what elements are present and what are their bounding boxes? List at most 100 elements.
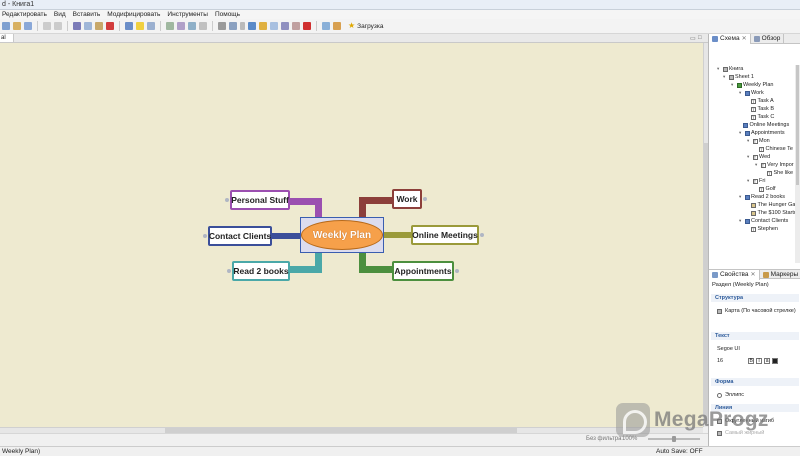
structure-select[interactable]: Карта (По часовой стрелке) [717, 308, 796, 314]
tab-properties[interactable]: Свойства ✕ [709, 270, 760, 280]
subtopic-icon[interactable] [147, 22, 155, 30]
scroll-thumb[interactable] [704, 143, 708, 423]
collapse-dot[interactable] [423, 197, 427, 201]
canvas-vertical-scrollbar[interactable] [703, 43, 708, 427]
tree-item-topic[interactable]: ▾Contact Clients [739, 217, 788, 225]
topic-online-meetings[interactable]: Online Meetings [411, 225, 479, 245]
image-icon[interactable] [229, 22, 237, 30]
central-topic[interactable]: Weekly Plan [301, 220, 383, 250]
scroll-thumb[interactable] [165, 428, 517, 433]
save-icon[interactable] [24, 22, 32, 30]
menu-tools[interactable]: Инструменты [167, 11, 208, 18]
tree-item-subtopic[interactable]: The Hunger Ga [751, 201, 795, 209]
tree-item-subtopic[interactable]: The $100 Startu [751, 209, 797, 217]
zoom-level[interactable]: 100% [622, 436, 638, 442]
open-icon[interactable] [13, 22, 21, 30]
tab-outline[interactable]: Схема ✕ [709, 34, 751, 44]
drill-up-icon[interactable] [333, 22, 341, 30]
maximize-icon[interactable]: □ [698, 35, 702, 41]
strike-icon[interactable]: a [764, 358, 771, 364]
expand-arrow-icon[interactable]: ▾ [747, 138, 750, 143]
tab-markers[interactable]: Маркеры [760, 270, 800, 280]
canvas-horizontal-scrollbar[interactable] [0, 427, 703, 433]
expand-arrow-icon[interactable]: ▾ [755, 162, 758, 167]
new-icon[interactable] [2, 22, 10, 30]
menu-help[interactable]: Помощь [214, 11, 241, 18]
topic-icon[interactable] [125, 22, 133, 30]
zoom-slider-knob[interactable] [672, 436, 676, 442]
menu-modify[interactable]: Модифицировать [107, 11, 161, 18]
close-icon[interactable]: ✕ [741, 36, 747, 42]
tree-item-topic[interactable]: ▾Work [739, 89, 764, 97]
expand-arrow-icon[interactable]: ▾ [731, 82, 734, 87]
line-select[interactable]: Округленный изгиб [717, 418, 774, 424]
tree-item-topic[interactable]: ▾Appointments [739, 129, 785, 137]
menu-insert[interactable]: Вставить [72, 11, 101, 18]
outline-scrollbar[interactable] [795, 65, 800, 263]
summary-icon[interactable] [188, 22, 196, 30]
expand-arrow-icon[interactable]: ▾ [747, 178, 750, 183]
label-icon[interactable] [259, 22, 267, 30]
redo-icon[interactable] [54, 22, 62, 30]
line-width-select[interactable]: Самый жирный [717, 430, 764, 436]
topic-read-2-books[interactable]: Read 2 books [232, 261, 290, 281]
marker-icon[interactable] [248, 22, 256, 30]
bold-icon[interactable]: B [748, 358, 755, 364]
tree-item-sheet[interactable]: ▾Sheet 1 [723, 73, 754, 81]
filter-select[interactable]: Без фильтра [586, 436, 622, 442]
tree-item-central[interactable]: ▾Weekly Plan [731, 81, 773, 89]
record-icon[interactable] [292, 22, 300, 30]
section-line[interactable]: Линия [711, 404, 799, 412]
tree-item-topic[interactable]: Online Meetings [743, 121, 789, 129]
collapse-dot[interactable] [227, 269, 231, 273]
paste-icon[interactable] [95, 22, 103, 30]
section-structure[interactable]: Структура [711, 294, 799, 302]
expand-arrow-icon[interactable]: ▾ [739, 130, 742, 135]
minimize-icon[interactable]: ▭ [690, 36, 696, 42]
boundary-icon[interactable] [177, 22, 185, 30]
copy-icon[interactable] [84, 22, 92, 30]
section-shape[interactable]: Форма [711, 378, 799, 386]
drill-down-icon[interactable] [322, 22, 330, 30]
shape-select[interactable]: Эллипс [717, 392, 744, 398]
editor-tab[interactable]: al [0, 34, 14, 42]
menu-edit[interactable]: Редактировать [2, 11, 47, 18]
topic-personal-stuff[interactable]: Personal Stuff [230, 190, 290, 210]
topic-contact-clients[interactable]: Contact Clients [208, 226, 272, 246]
tree-item-workbook[interactable]: ▾Книга [717, 65, 743, 73]
collapse-dot[interactable] [455, 269, 459, 273]
section-text[interactable]: Текст [711, 332, 799, 340]
stop-icon[interactable] [303, 22, 311, 30]
font-select[interactable]: Segoe UI [717, 346, 740, 352]
link-icon[interactable] [218, 22, 226, 30]
menu-view[interactable]: Вид [53, 11, 66, 18]
text-color-icon[interactable] [772, 358, 779, 364]
italic-icon[interactable]: I [756, 358, 763, 364]
tab-overview[interactable]: Обзор [751, 34, 785, 44]
topic-appointments[interactable]: Appointments [392, 261, 454, 281]
attachment-icon[interactable] [270, 22, 278, 30]
chevron-down-icon[interactable] [240, 22, 245, 30]
expand-arrow-icon[interactable]: ▾ [717, 66, 720, 71]
expand-arrow-icon[interactable]: ▾ [739, 90, 742, 95]
expand-arrow-icon[interactable]: ▾ [739, 194, 742, 199]
load-button[interactable]: ★ Загрузка [348, 22, 383, 30]
collapse-dot[interactable] [225, 198, 229, 202]
expand-arrow-icon[interactable]: ▾ [723, 74, 726, 79]
collapse-dot[interactable] [203, 234, 207, 238]
collapse-dot[interactable] [480, 233, 484, 237]
scroll-thumb[interactable] [796, 65, 799, 185]
expand-arrow-icon[interactable]: ▾ [739, 218, 742, 223]
idea-icon[interactable] [136, 22, 144, 30]
close-icon[interactable]: ✕ [750, 272, 756, 278]
